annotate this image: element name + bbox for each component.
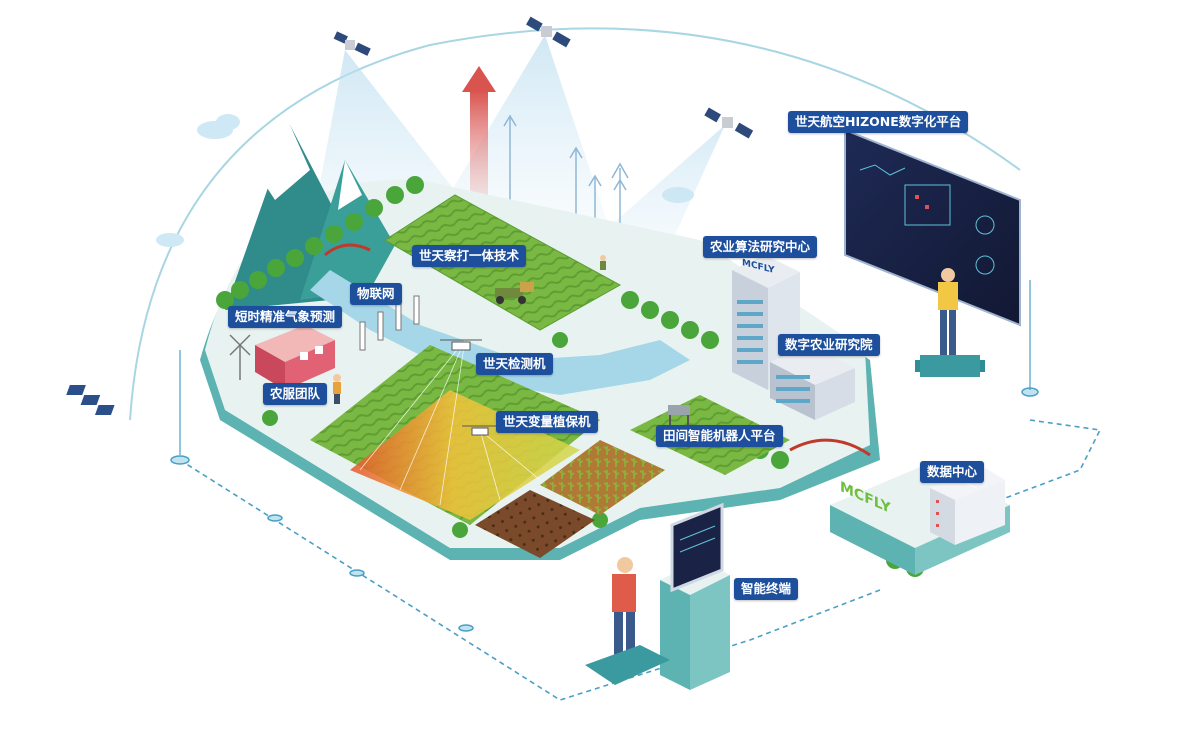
- crop-plot: [540, 440, 665, 515]
- spray-lines: [359, 339, 541, 506]
- drone-icon: [440, 339, 498, 436]
- bridge: [324, 243, 871, 457]
- weather-station: [255, 325, 335, 390]
- person-icon: [938, 268, 958, 355]
- satellite-icon: [704, 107, 754, 139]
- label-variable-sprayer: 世天变量植保机: [496, 411, 598, 433]
- person-icon: [333, 374, 341, 404]
- label-platform: 世天航空HIZONE数字化平台: [788, 111, 969, 133]
- windmill-icon: [229, 334, 251, 380]
- robot-icon: [668, 405, 690, 425]
- solar-panel-icon: [66, 385, 115, 415]
- person-icon: [612, 557, 636, 664]
- label-monitor-drone: 世天检测机: [476, 353, 553, 375]
- heatmap-zone: [350, 390, 580, 520]
- soil-plot: [475, 490, 595, 558]
- label-iot: 物联网: [350, 283, 402, 305]
- label-service-team: 农服团队: [263, 383, 328, 405]
- label-algorithm-center: 农业算法研究中心: [703, 236, 818, 258]
- network-lines: [179, 419, 1102, 701]
- label-field-robot: 田间智能机器人平台: [656, 425, 783, 447]
- arrow-up-icon: [462, 66, 496, 220]
- label-data-center: 数据中心: [920, 461, 985, 483]
- standing-pad: [920, 355, 980, 377]
- label-weather: 短时精准气象预测: [228, 306, 343, 328]
- label-smart-terminal: 智能终端: [734, 578, 799, 600]
- label-digital-institute: 数字农业研究院: [778, 334, 880, 356]
- label-survey-tech: 世天察打一体技术: [412, 245, 527, 267]
- river: [310, 270, 690, 395]
- kiosk-icon: [660, 502, 730, 690]
- tractor-icon: [495, 282, 534, 304]
- standing-pad: [585, 645, 670, 685]
- satellite-icon: [333, 31, 371, 56]
- mountain-icon: [225, 125, 395, 310]
- person-icon: [600, 255, 606, 270]
- satellite-icon: [526, 16, 571, 48]
